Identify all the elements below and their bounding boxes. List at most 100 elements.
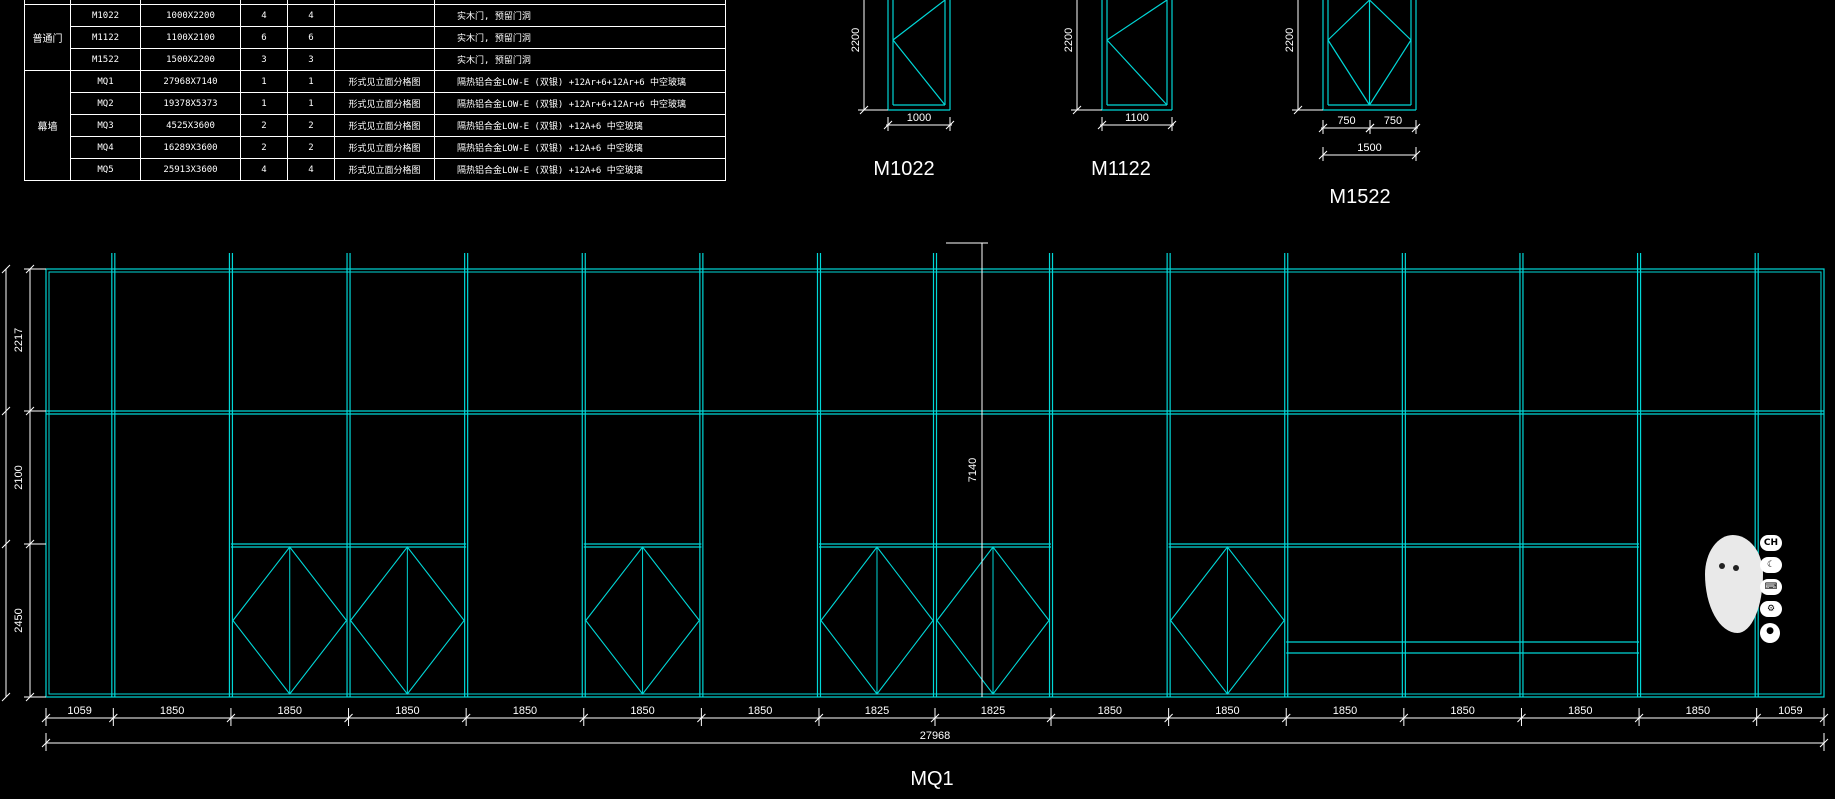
total-width-dimension: 27968 xyxy=(920,730,951,742)
schedule-cell-qty2: 1 xyxy=(287,92,335,115)
schedule-cell-qty1: 6 xyxy=(240,26,288,49)
schedule-cell-note: 隔热铝合金LOW-E (双银) +12A+6 中空玻璃 xyxy=(434,114,726,137)
bay-dimension: 1850 xyxy=(1098,705,1122,717)
dimension-tick xyxy=(1281,713,1291,723)
schedule-cell-note: 隔热铝合金LOW-E (双银) +12A+6 中空玻璃 xyxy=(434,158,726,181)
curtain-wall-frame xyxy=(45,268,1825,698)
bay-dimension: 1059 xyxy=(1778,705,1802,717)
row-dimension: 2450 xyxy=(13,608,25,632)
schedule-cell-qty1: 4 xyxy=(240,158,288,181)
schedule-cell-note: 实木门, 预留门洞 xyxy=(434,4,726,27)
schedule-cell-code: MQ3 xyxy=(70,114,141,137)
dimension-tick xyxy=(1399,713,1409,723)
schedule-cell-qty1: 1 xyxy=(240,92,288,115)
bay-dimension: 1850 xyxy=(395,705,419,717)
dimension-tick xyxy=(1,406,11,416)
dimension-tick xyxy=(1,692,11,702)
bay-dimension: 1850 xyxy=(1333,705,1357,717)
schedule-cell-size: 19378X5373 xyxy=(140,92,241,115)
schedule-cell-ref: 形式见立面分格图 xyxy=(334,92,435,115)
dimension-tick xyxy=(1318,150,1328,160)
schedule-cell-note: 实木门, 预留门洞 xyxy=(434,26,726,49)
bay-dimension: 1850 xyxy=(1215,705,1239,717)
door-swing-line xyxy=(892,39,946,106)
dimension-tick xyxy=(697,713,706,723)
dimension-tick xyxy=(1293,105,1303,115)
door-height-dimension: 2200 xyxy=(1284,28,1296,52)
mq1-total-height-dimension: 7140 xyxy=(967,458,979,482)
schedule-cell-code: MQ1 xyxy=(70,70,141,93)
dimension-tick xyxy=(1318,123,1328,133)
schedule-cell-note: 隔热铝合金LOW-E (双银) +12Ar+6+12Ar+6 中空玻璃 xyxy=(434,70,726,93)
bay-dimension: 1850 xyxy=(1450,705,1474,717)
dimension-tick xyxy=(1411,123,1421,133)
dimension-tick xyxy=(25,539,35,549)
schedule-cell-code: M1522 xyxy=(70,48,141,71)
dimension-tick xyxy=(41,713,51,723)
mascot-eye-icon xyxy=(1733,565,1739,571)
dimension-tick xyxy=(859,105,869,115)
left-total-dimension: 6767 xyxy=(0,468,1,492)
schedule-cell-ref: 形式见立面分格图 xyxy=(334,70,435,93)
schedule-cell-code: MQ4 xyxy=(70,136,141,159)
dimension-tick xyxy=(814,713,824,723)
moon-icon[interactable]: ☾ xyxy=(1760,557,1782,573)
dimension-tick xyxy=(1046,713,1056,723)
schedule-cell-note: 隔热铝合金LOW-E (双银) +12A+6 中空玻璃 xyxy=(434,136,726,159)
door-width-dimension: 750 xyxy=(1337,115,1355,127)
schedule-cell-size: 1000X2200 xyxy=(140,4,241,27)
schedule-cell-code: MQ5 xyxy=(70,158,141,181)
schedule-cell-size: 16289X3600 xyxy=(140,136,241,159)
dimension-tick xyxy=(1097,120,1107,130)
dimension-tick xyxy=(25,264,35,274)
dimension-tick xyxy=(1752,713,1762,723)
door-height-dimension: 2200 xyxy=(1063,28,1075,52)
door-width-dimension: 750 xyxy=(1384,115,1402,127)
bay-dimension: 1850 xyxy=(748,705,772,717)
settings-icon[interactable]: ⚙ xyxy=(1760,601,1782,617)
swing-panel-diamond xyxy=(936,546,1050,695)
bay-dimension: 1850 xyxy=(1686,705,1710,717)
bay-dimension: 1850 xyxy=(630,705,654,717)
dimension-tick xyxy=(945,120,955,130)
door-title: M1122 xyxy=(1091,158,1151,180)
dimension-tick xyxy=(344,713,353,723)
schedule-cell-qty2: 4 xyxy=(287,158,335,181)
dimension-tick xyxy=(1,264,11,274)
schedule-cell-qty1: 1 xyxy=(240,70,288,93)
keyboard-icon[interactable]: ⌨ xyxy=(1760,579,1782,595)
penguin-icon[interactable]: ● xyxy=(1760,623,1780,643)
schedule-cell-qty1: 2 xyxy=(240,136,288,159)
language-badge[interactable]: CH xyxy=(1760,535,1782,551)
dimension-tick xyxy=(930,713,940,723)
dimension-tick xyxy=(25,406,35,416)
dimension-tick xyxy=(1819,738,1829,748)
schedule-cell-size: 25913X3600 xyxy=(140,158,241,181)
schedule-cell-ref xyxy=(334,48,435,71)
bay-dimension: 1825 xyxy=(865,705,889,717)
door-swing-line xyxy=(1106,0,1168,41)
schedule-cell-qty2: 3 xyxy=(287,48,335,71)
bay-dimension: 1059 xyxy=(67,705,91,717)
schedule-group-name: 幕墙 xyxy=(24,70,71,181)
schedule-cell-qty2: 6 xyxy=(287,26,335,49)
swing-panel-diamond xyxy=(1169,546,1285,695)
dimension-tick xyxy=(1164,713,1173,723)
dimension-tick xyxy=(1411,150,1421,160)
assistant-mascot[interactable] xyxy=(1703,535,1763,635)
schedule-cell-qty1: 3 xyxy=(240,48,288,71)
mascot-eye-icon xyxy=(1719,563,1725,569)
dimension-tick xyxy=(1819,713,1829,723)
schedule-cell-qty2: 4 xyxy=(287,4,335,27)
dimension-tick xyxy=(461,713,471,723)
dimension-tick xyxy=(1517,713,1526,723)
